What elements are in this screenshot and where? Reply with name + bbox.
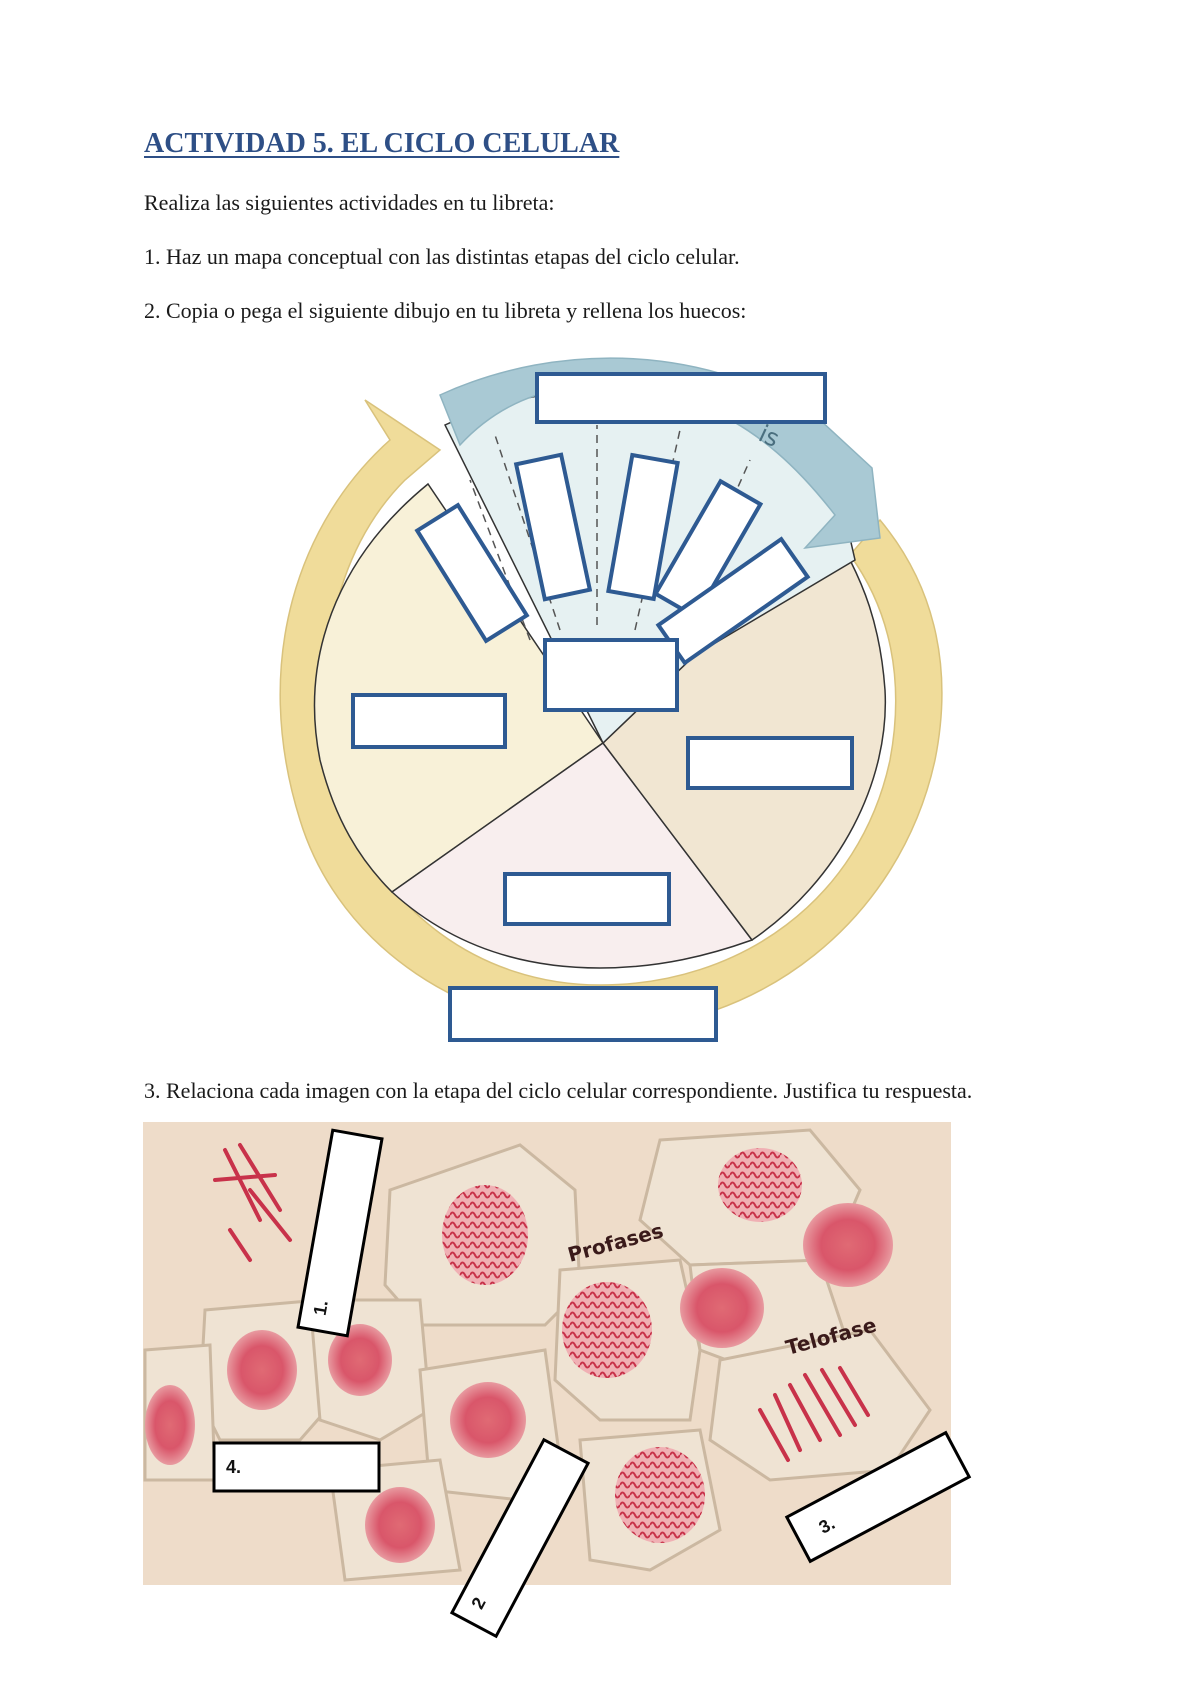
blank-box-metaphase[interactable] xyxy=(606,452,680,602)
photo-box-1[interactable]: 1. xyxy=(296,1128,384,1338)
blank-box-g2[interactable] xyxy=(686,736,854,790)
blank-box-prometaphase[interactable] xyxy=(513,452,593,602)
telophase-chromosomes xyxy=(758,1366,870,1462)
blank-box-cytokinesis[interactable] xyxy=(543,638,679,712)
photo-box-2[interactable]: 2 xyxy=(449,1437,591,1639)
photo-box-4[interactable]: 4. xyxy=(212,1441,381,1493)
instructions-intro: Realiza las siguientes actividades en tu… xyxy=(144,190,555,215)
question-1: 1. Haz un mapa conceptual con las distin… xyxy=(144,244,740,269)
svg-text:1.: 1. xyxy=(310,1299,332,1317)
metaphase-chromosomes xyxy=(213,1143,292,1262)
blank-box-prophase[interactable] xyxy=(414,502,530,644)
blank-box-s[interactable] xyxy=(503,872,671,926)
blank-box-mitosis[interactable] xyxy=(535,372,827,424)
blank-box-anaphase[interactable] xyxy=(652,478,764,620)
question-2: 2. Copia o pega el siguiente dibujo en t… xyxy=(144,298,747,323)
page-title: ACTIVIDAD 5. EL CICLO CELULAR xyxy=(144,128,620,159)
blank-box-g1[interactable] xyxy=(351,693,507,749)
svg-text:4.: 4. xyxy=(226,1457,241,1477)
blank-box-interphase[interactable] xyxy=(448,986,718,1042)
question-3: 3. Relaciona cada imagen con la etapa de… xyxy=(144,1078,973,1103)
sector-g1 xyxy=(313,482,605,893)
photo-box-3[interactable]: 3. xyxy=(784,1430,972,1564)
